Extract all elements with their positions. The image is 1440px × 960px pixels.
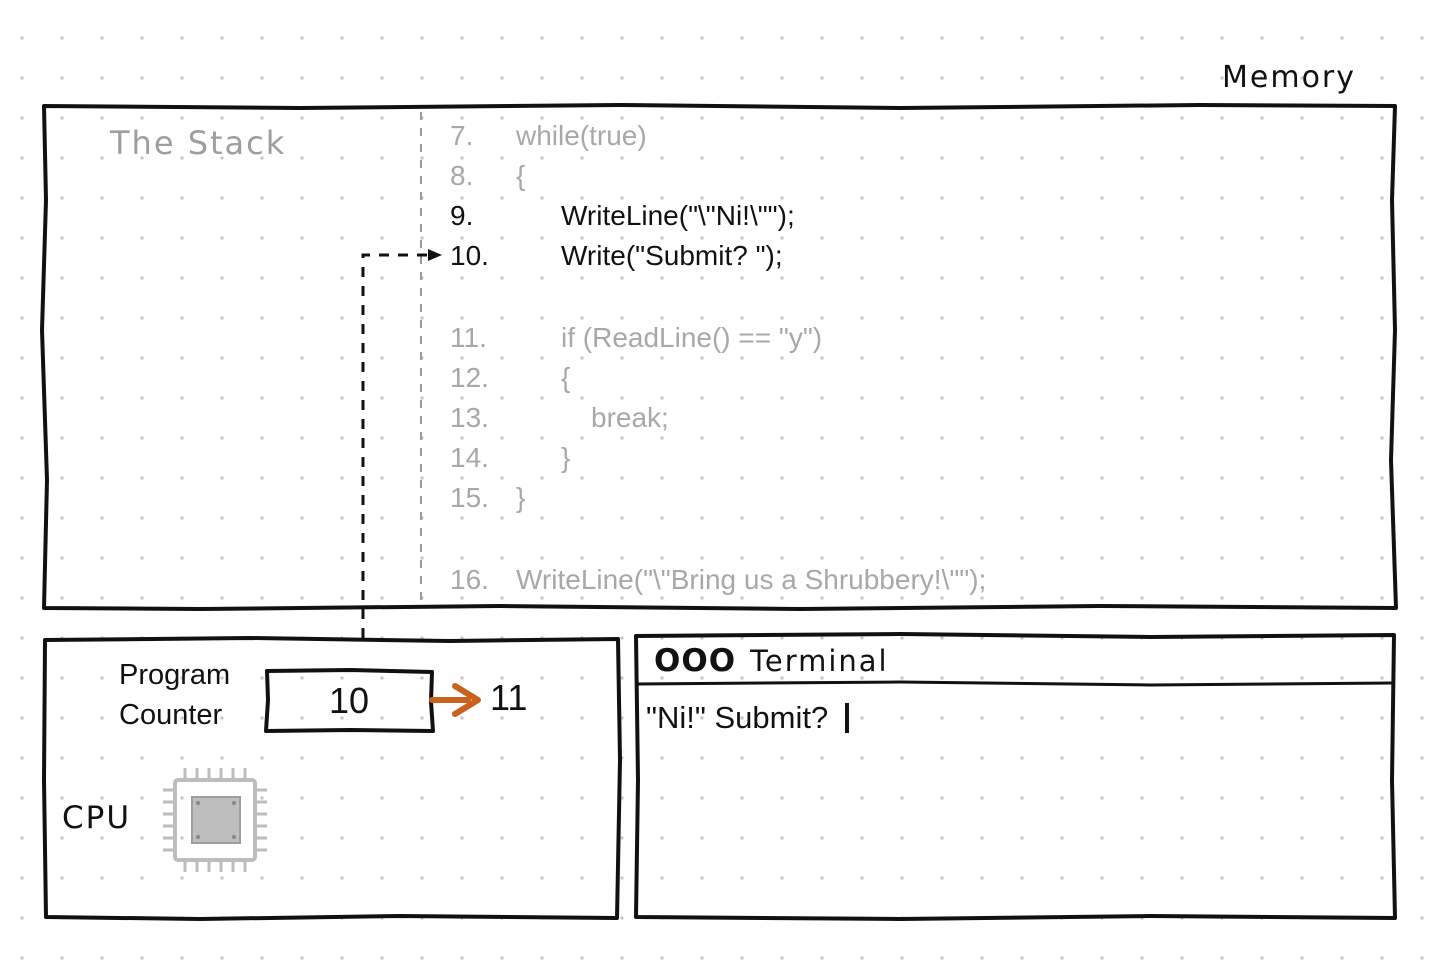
code-line-text: }	[561, 442, 571, 473]
pc-pointer-arrowhead	[428, 249, 442, 261]
memory-label: Memory	[1222, 60, 1357, 95]
program-counter-label: Program Counter	[119, 655, 230, 735]
stack-label: The Stack	[110, 124, 287, 162]
pc-increment-arrowhead	[452, 683, 481, 717]
code-line: 9. WriteLine("\"Ni!\"");	[450, 198, 1350, 234]
program-counter-label-line1: Program	[119, 659, 231, 691]
code-line-text: break;	[591, 402, 669, 433]
code-line-text: {	[516, 160, 526, 191]
code-line-text: }	[516, 482, 526, 513]
terminal-output[interactable]: "Ni!" Submit?	[646, 696, 849, 740]
code-line-text: WriteLine("\"Ni!\"");	[561, 200, 795, 231]
cpu-chip-icon	[163, 768, 267, 872]
code-line: 7. while(true)	[450, 118, 1350, 154]
terminal-output-text: "Ni!" Submit?	[646, 700, 837, 735]
memory-box	[40, 103, 1398, 611]
code-line-number: 9.	[450, 200, 474, 231]
program-counter-value: 10	[328, 680, 370, 721]
pc-pointer-arrow	[361, 253, 428, 638]
terminal-titlebar: OOO Terminal	[654, 643, 889, 679]
code-line: 10. Write("Submit? ");	[450, 238, 1350, 274]
code-line: 14.}	[450, 440, 1350, 476]
code-line: 12. {	[450, 360, 1350, 396]
code-line-number: 7.	[450, 120, 474, 151]
code-line-number: 16.	[450, 564, 489, 595]
cpu-label: CPU	[62, 800, 132, 836]
terminal-title-divider	[636, 680, 1394, 687]
program-counter-label-line2: Counter	[119, 699, 223, 731]
code-line-number: 11.	[450, 322, 487, 353]
pc-box	[264, 668, 435, 733]
code-line-text: Write("Submit? ");	[561, 240, 783, 271]
code-line-text: while(true)	[516, 120, 647, 151]
code-line-number: 13.	[450, 402, 489, 433]
code-line-number: 14.	[450, 442, 489, 473]
code-line: 11. if (ReadLine() == "y")	[450, 320, 1350, 356]
cpu-box	[42, 636, 622, 921]
code-line-text: if (ReadLine() == "y")	[561, 322, 823, 353]
terminal-title: Terminal	[750, 644, 889, 678]
program-counter-next-value: 11	[490, 677, 528, 718]
code-line-text: WriteLine("\"Bring us a Shrubbery!\"");	[516, 564, 987, 595]
code-line-number: 10.	[450, 240, 489, 271]
terminal-box	[634, 632, 1397, 921]
window-controls-icon[interactable]: OOO	[654, 643, 737, 679]
code-line: 8. {	[450, 158, 1350, 194]
code-line: 15.}	[450, 480, 1350, 516]
code-line: 16. WriteLine("\"Bring us a Shrubbery!\""…	[450, 562, 1350, 598]
code-line-number: 8.	[450, 160, 474, 191]
code-line: 13. break;	[450, 400, 1350, 436]
code-line-number: 15.	[450, 482, 489, 513]
terminal-cursor	[844, 703, 849, 733]
code-line-text: {	[561, 362, 571, 393]
code-line-number: 12.	[450, 362, 489, 393]
